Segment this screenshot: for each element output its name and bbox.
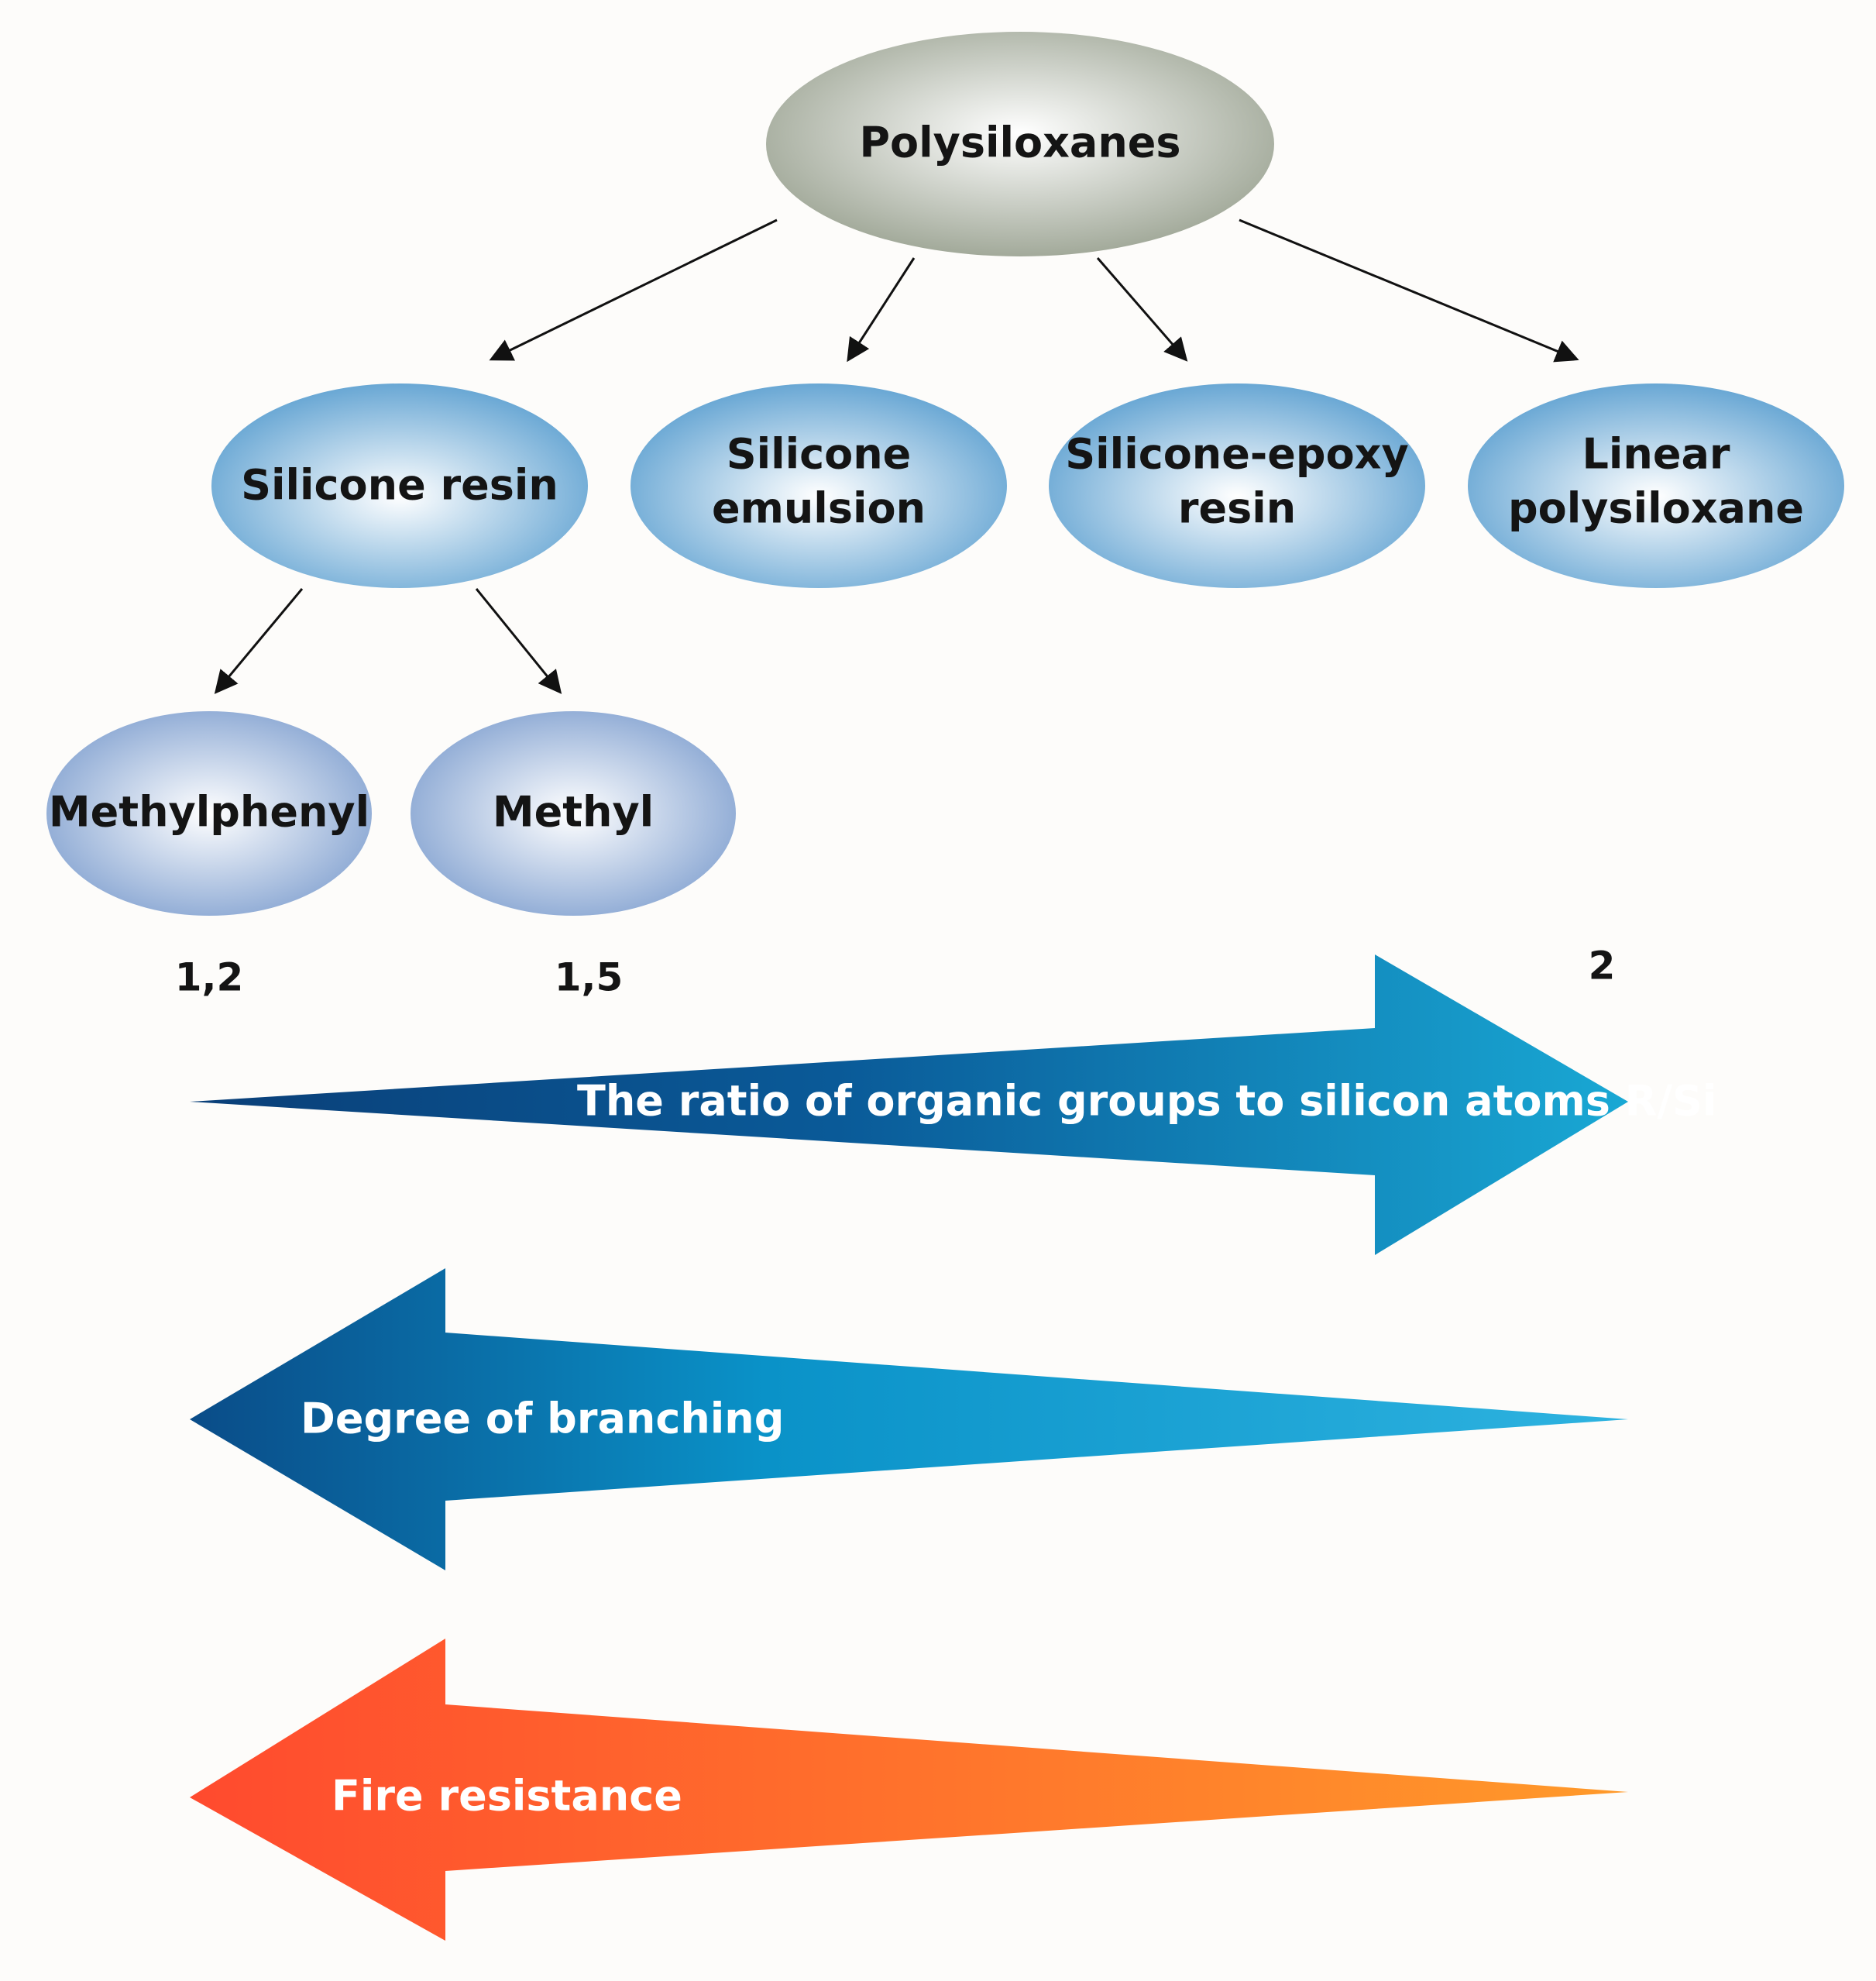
child-label-line1: Linear [1582, 430, 1730, 479]
connector-to-silicone-epoxy [1096, 257, 1188, 362]
connector-to-linear-polysiloxane [1239, 218, 1579, 363]
connector-to-silicone-emulsion [847, 257, 916, 363]
child-label-line1: Silicone-epoxy [1065, 430, 1408, 479]
connector-to-silicone-resin [489, 218, 778, 361]
connector-to-methyl [475, 588, 562, 694]
arrow-shape [190, 954, 1628, 1255]
resin-label: Methyl [493, 788, 654, 837]
child-node-silicone-resin: Silicone resin [211, 383, 588, 588]
child-label-line2: emulsion [712, 484, 926, 533]
child-node-silicone-epoxy-resin: Silicone-epoxy resin [1049, 383, 1425, 588]
root-label: Polysiloxanes [859, 119, 1180, 167]
arrow-label: Fire resistance [332, 1772, 682, 1821]
arrow-shape [190, 1639, 1628, 1941]
resin-node-methyl: Methyl [411, 711, 736, 916]
child-node-silicone-emulsion: Silicone emulsion [630, 383, 1007, 588]
child-label-line2: polysiloxane [1508, 484, 1804, 533]
ratio-scale: 1,2 1,5 2 [175, 944, 1616, 1000]
arrow-label: The ratio of organic groups to silicon a… [577, 1077, 1716, 1126]
resin-label: Methylphenyl [49, 788, 369, 837]
trend-arrow-fire-resistance: Fire resistance [190, 1639, 1628, 1941]
resin-connectors [214, 588, 562, 694]
trend-arrow-branching: Degree of branching [190, 1268, 1628, 1570]
child-label-line1: Silicone [727, 430, 912, 479]
child-node-linear-polysiloxane: Linear polysiloxane [1468, 383, 1844, 588]
child-label: Silicone resin [241, 461, 558, 510]
child-label-line2: resin [1178, 484, 1296, 533]
arrow-label: Degree of branching [301, 1395, 784, 1443]
root-node: Polysiloxanes [766, 32, 1274, 256]
root-connectors [489, 218, 1579, 363]
ratio-value-1: 1,2 [175, 955, 244, 1000]
ratio-value-2: 1,5 [555, 955, 624, 1000]
resin-node-methylphenyl: Methylphenyl [46, 711, 372, 916]
ratio-value-3: 2 [1589, 944, 1616, 989]
arrow-shape [190, 1268, 1628, 1570]
connector-to-methylphenyl [214, 588, 304, 694]
trend-arrow-ratio: The ratio of organic groups to silicon a… [190, 954, 1716, 1255]
